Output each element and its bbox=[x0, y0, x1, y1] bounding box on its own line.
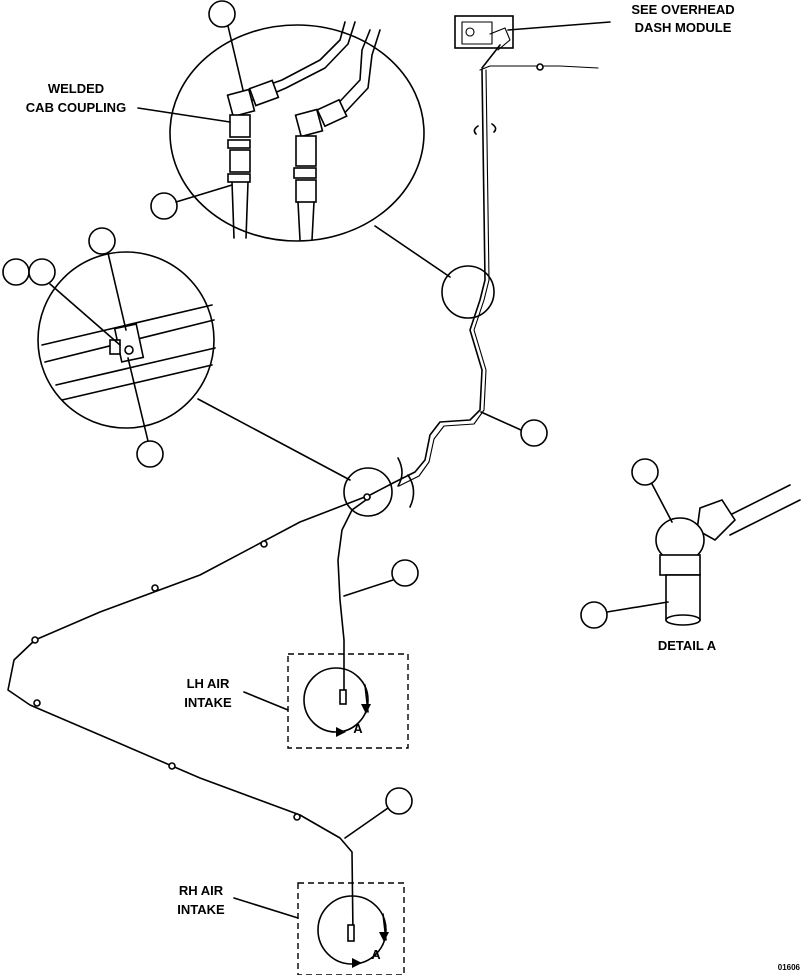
detail-a-label: DETAIL A bbox=[658, 638, 717, 653]
label-leaders bbox=[137, 21, 611, 919]
coupling-detail-circle bbox=[169, 21, 425, 242]
lh-intake-label-2: INTAKE bbox=[184, 695, 232, 710]
clamp-leader bbox=[197, 398, 351, 481]
rh-intake-view bbox=[297, 882, 405, 976]
see-overhead-label-2: DASH MODULE bbox=[635, 20, 732, 35]
clamp-detail-circle bbox=[37, 251, 216, 429]
overhead-dash-module bbox=[454, 15, 514, 69]
tube-clamps bbox=[31, 63, 544, 821]
welded-label-1: WELDED bbox=[48, 81, 104, 96]
rh-intake-label-2: INTAKE bbox=[177, 902, 225, 917]
break-marks bbox=[397, 123, 497, 508]
coupling-locator-ring bbox=[441, 265, 495, 319]
lh-intake-label-1: LH AIR bbox=[187, 676, 230, 691]
figure-number: 01606 bbox=[778, 963, 801, 972]
welded-label-2: CAB COUPLING bbox=[26, 100, 126, 115]
clamp-locator-ring bbox=[343, 467, 393, 517]
main-tube-run bbox=[7, 65, 599, 936]
coupling-leader bbox=[374, 225, 451, 278]
callout-bubbles bbox=[2, 0, 673, 839]
lh-intake-view bbox=[287, 653, 409, 749]
see-overhead-label-1: SEE OVERHEAD bbox=[631, 2, 734, 17]
rh-intake-label-1: RH AIR bbox=[179, 883, 224, 898]
lh-view-letter: A bbox=[353, 721, 363, 736]
rh-view-letter: A bbox=[371, 947, 381, 962]
detail-a-fitting bbox=[655, 484, 801, 626]
